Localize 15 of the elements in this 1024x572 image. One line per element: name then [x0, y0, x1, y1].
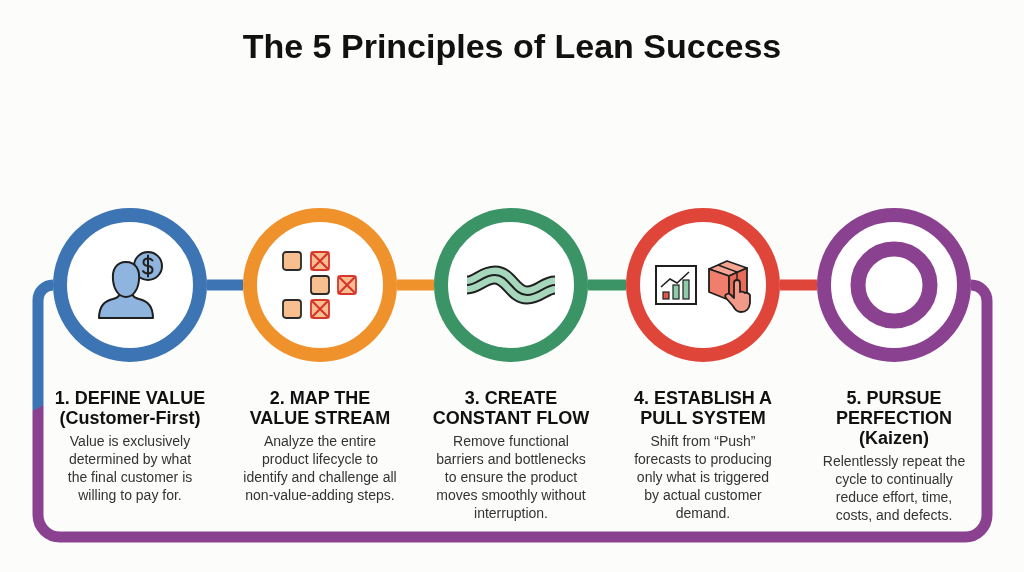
connector-line	[397, 279, 434, 291]
connector-line	[588, 279, 626, 291]
step-heading: 3. CREATE CONSTANT FLOW	[431, 388, 591, 428]
connector-line	[207, 279, 243, 291]
step-description: Relentlessly repeat the cycle to continually reduce effort, time, costs, and defects.	[821, 452, 967, 524]
step-heading: 2. MAP THE VALUE STREAM	[248, 388, 392, 428]
connector-line	[780, 279, 817, 291]
step-description: Analyze the entire product lifecycle to identify and challenge all non-value-adding steps.	[242, 432, 398, 504]
step-heading: 5. PURSUE PERFECTION (Kaizen)	[835, 388, 953, 448]
step-description: Value is exclusively determined by what the final customer is willing to pay for.	[66, 432, 194, 504]
step-description: Shift from “Push” forecasts to producing only what is triggered by actual customer demand.	[633, 432, 773, 522]
step-heading: 1. DEFINE VALUE (Customer-First)	[53, 388, 207, 428]
step-heading: 4. ESTABLISH A PULL SYSTEM	[633, 388, 773, 428]
step-description: Remove functional barriers and bottlenecks to ensure the product moves smoothly without interruption.	[435, 432, 587, 522]
title: The 5 Principles of Lean Success	[242, 26, 782, 66]
